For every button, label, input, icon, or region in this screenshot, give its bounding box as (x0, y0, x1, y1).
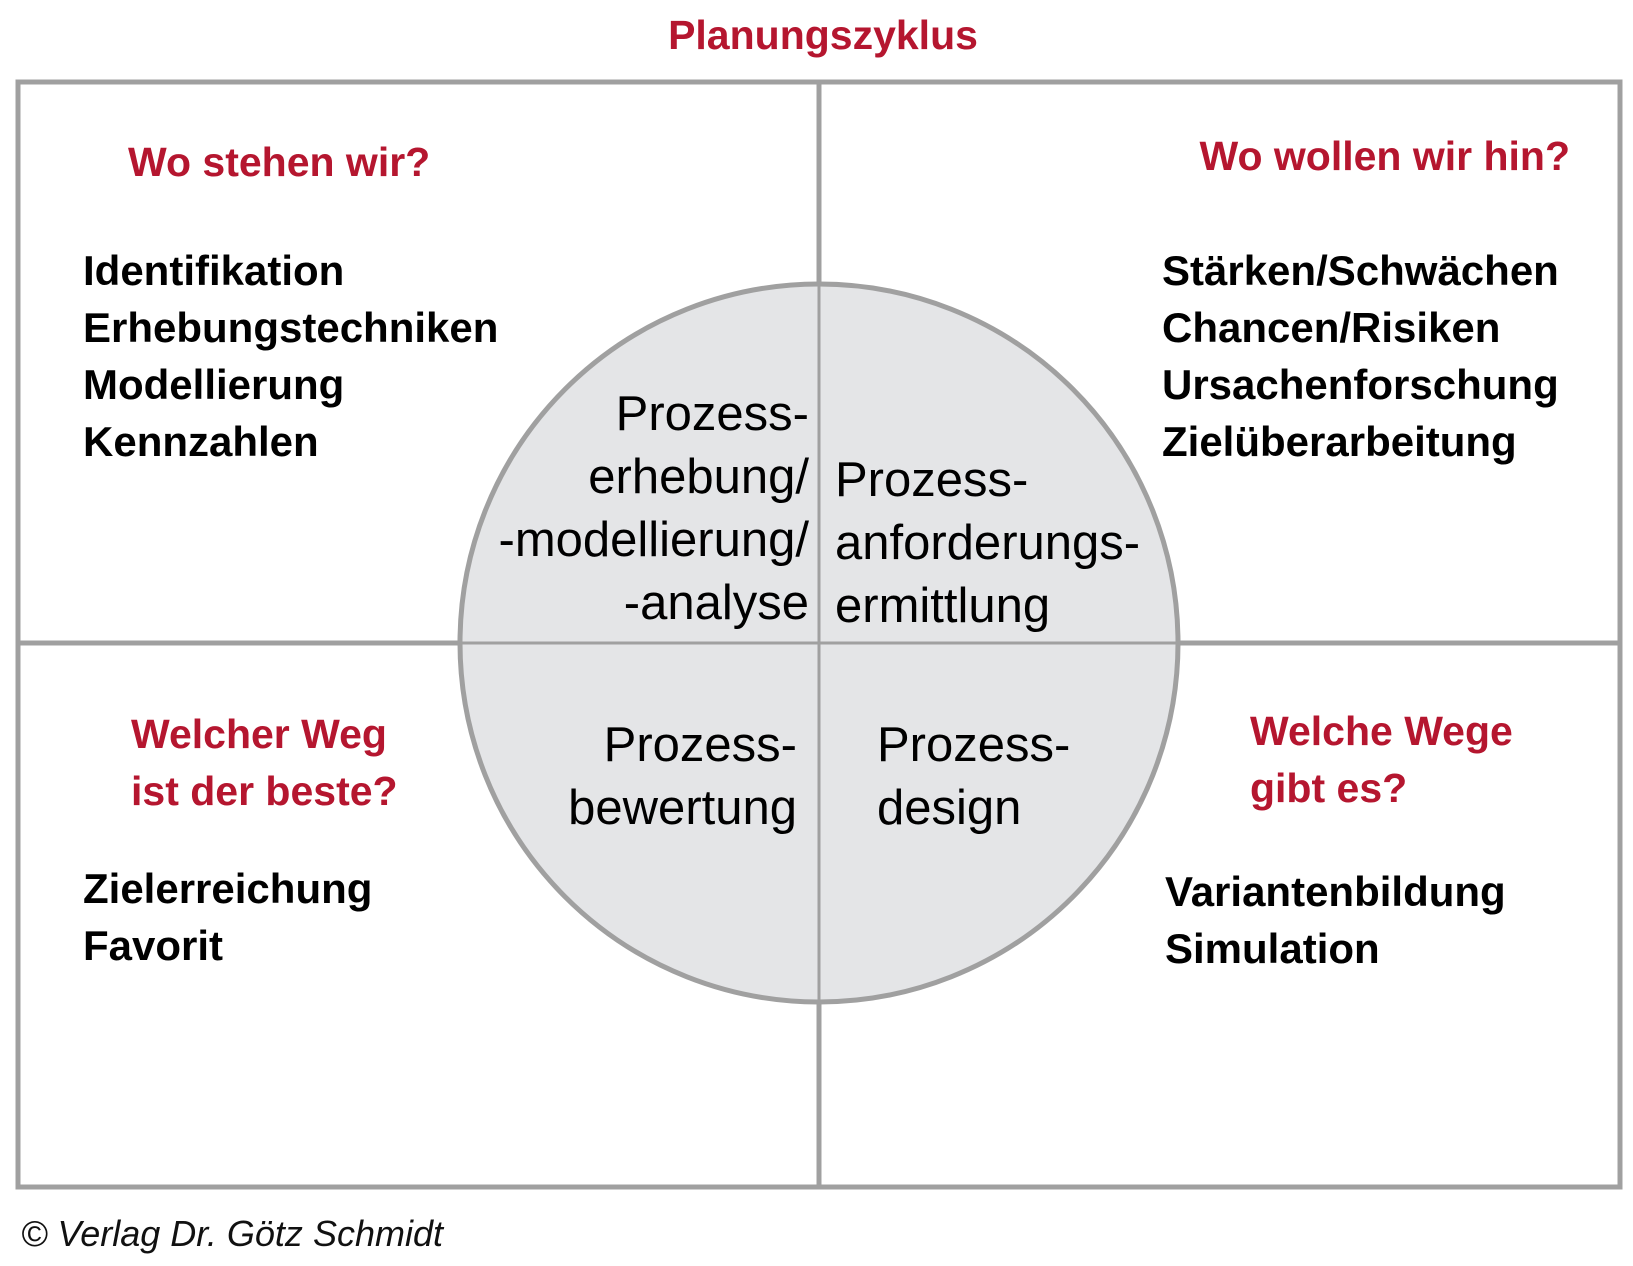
question-bottom-left: Welcher Weg ist der beste? (131, 706, 398, 820)
list-item: Chancen/Risiken (1162, 304, 1501, 351)
list-item: Zielüberarbeitung (1162, 418, 1517, 465)
question-top-right: Wo wollen wir hin? (1199, 133, 1570, 179)
question-top-left: Wo stehen wir? (128, 139, 431, 185)
list-top-right: Stärken/Schwächen Chancen/Risiken Ursach… (1162, 242, 1559, 470)
question-line: Welche Wege (1250, 708, 1513, 754)
circle-line: -analyse (623, 576, 809, 630)
question-bottom-right: Welche Wege gibt es? (1250, 703, 1513, 817)
circle-line: erhebung/ (588, 450, 809, 504)
list-bottom-right: Variantenbildung Simulation (1165, 863, 1506, 977)
copyright-footer: © Verlag Dr. Götz Schmidt (21, 1213, 443, 1254)
question-line: Welcher Weg (131, 711, 387, 757)
list-item: Variantenbildung (1165, 868, 1506, 915)
circle-line: Prozess- (835, 453, 1029, 507)
circle-line: anforderungs- (835, 516, 1141, 570)
circle-text-top-left: Prozess- erhebung/ -modellierung/ -analy… (499, 383, 810, 635)
circle-line: bewertung (568, 781, 797, 835)
list-item: Ursachenforschung (1162, 361, 1559, 408)
list-item: Stärken/Schwächen (1162, 247, 1559, 294)
circle-line: design (877, 781, 1022, 835)
list-item: Kennzahlen (83, 418, 319, 465)
circle-text-top-right: Prozess- anforderungs- ermittlung (835, 449, 1140, 638)
list-item: Modellierung (83, 361, 345, 408)
list-item: Simulation (1165, 925, 1380, 972)
circle-text-bottom-right: Prozess- design (877, 714, 1070, 840)
circle-line: ermittlung (835, 579, 1051, 633)
circle-line: -modellierung/ (498, 513, 810, 567)
question-line: ist der beste? (131, 768, 398, 814)
list-item: Favorit (83, 922, 224, 969)
question-line: gibt es? (1250, 765, 1408, 811)
list-item: Erhebungstechniken (83, 304, 499, 351)
circle-line: Prozess- (603, 718, 797, 772)
list-item: Identifikation (83, 247, 345, 294)
circle-text-bottom-left: Prozess- bewertung (568, 714, 797, 840)
list-bottom-left: Zielerreichung Favorit (83, 860, 372, 974)
page-title: Planungszyklus (668, 12, 978, 58)
circle-line: Prozess- (615, 387, 809, 441)
list-item: Zielerreichung (83, 865, 373, 912)
list-top-left: Identifikation Erhebungstechniken Modell… (83, 242, 498, 470)
circle-line: Prozess- (877, 718, 1071, 772)
